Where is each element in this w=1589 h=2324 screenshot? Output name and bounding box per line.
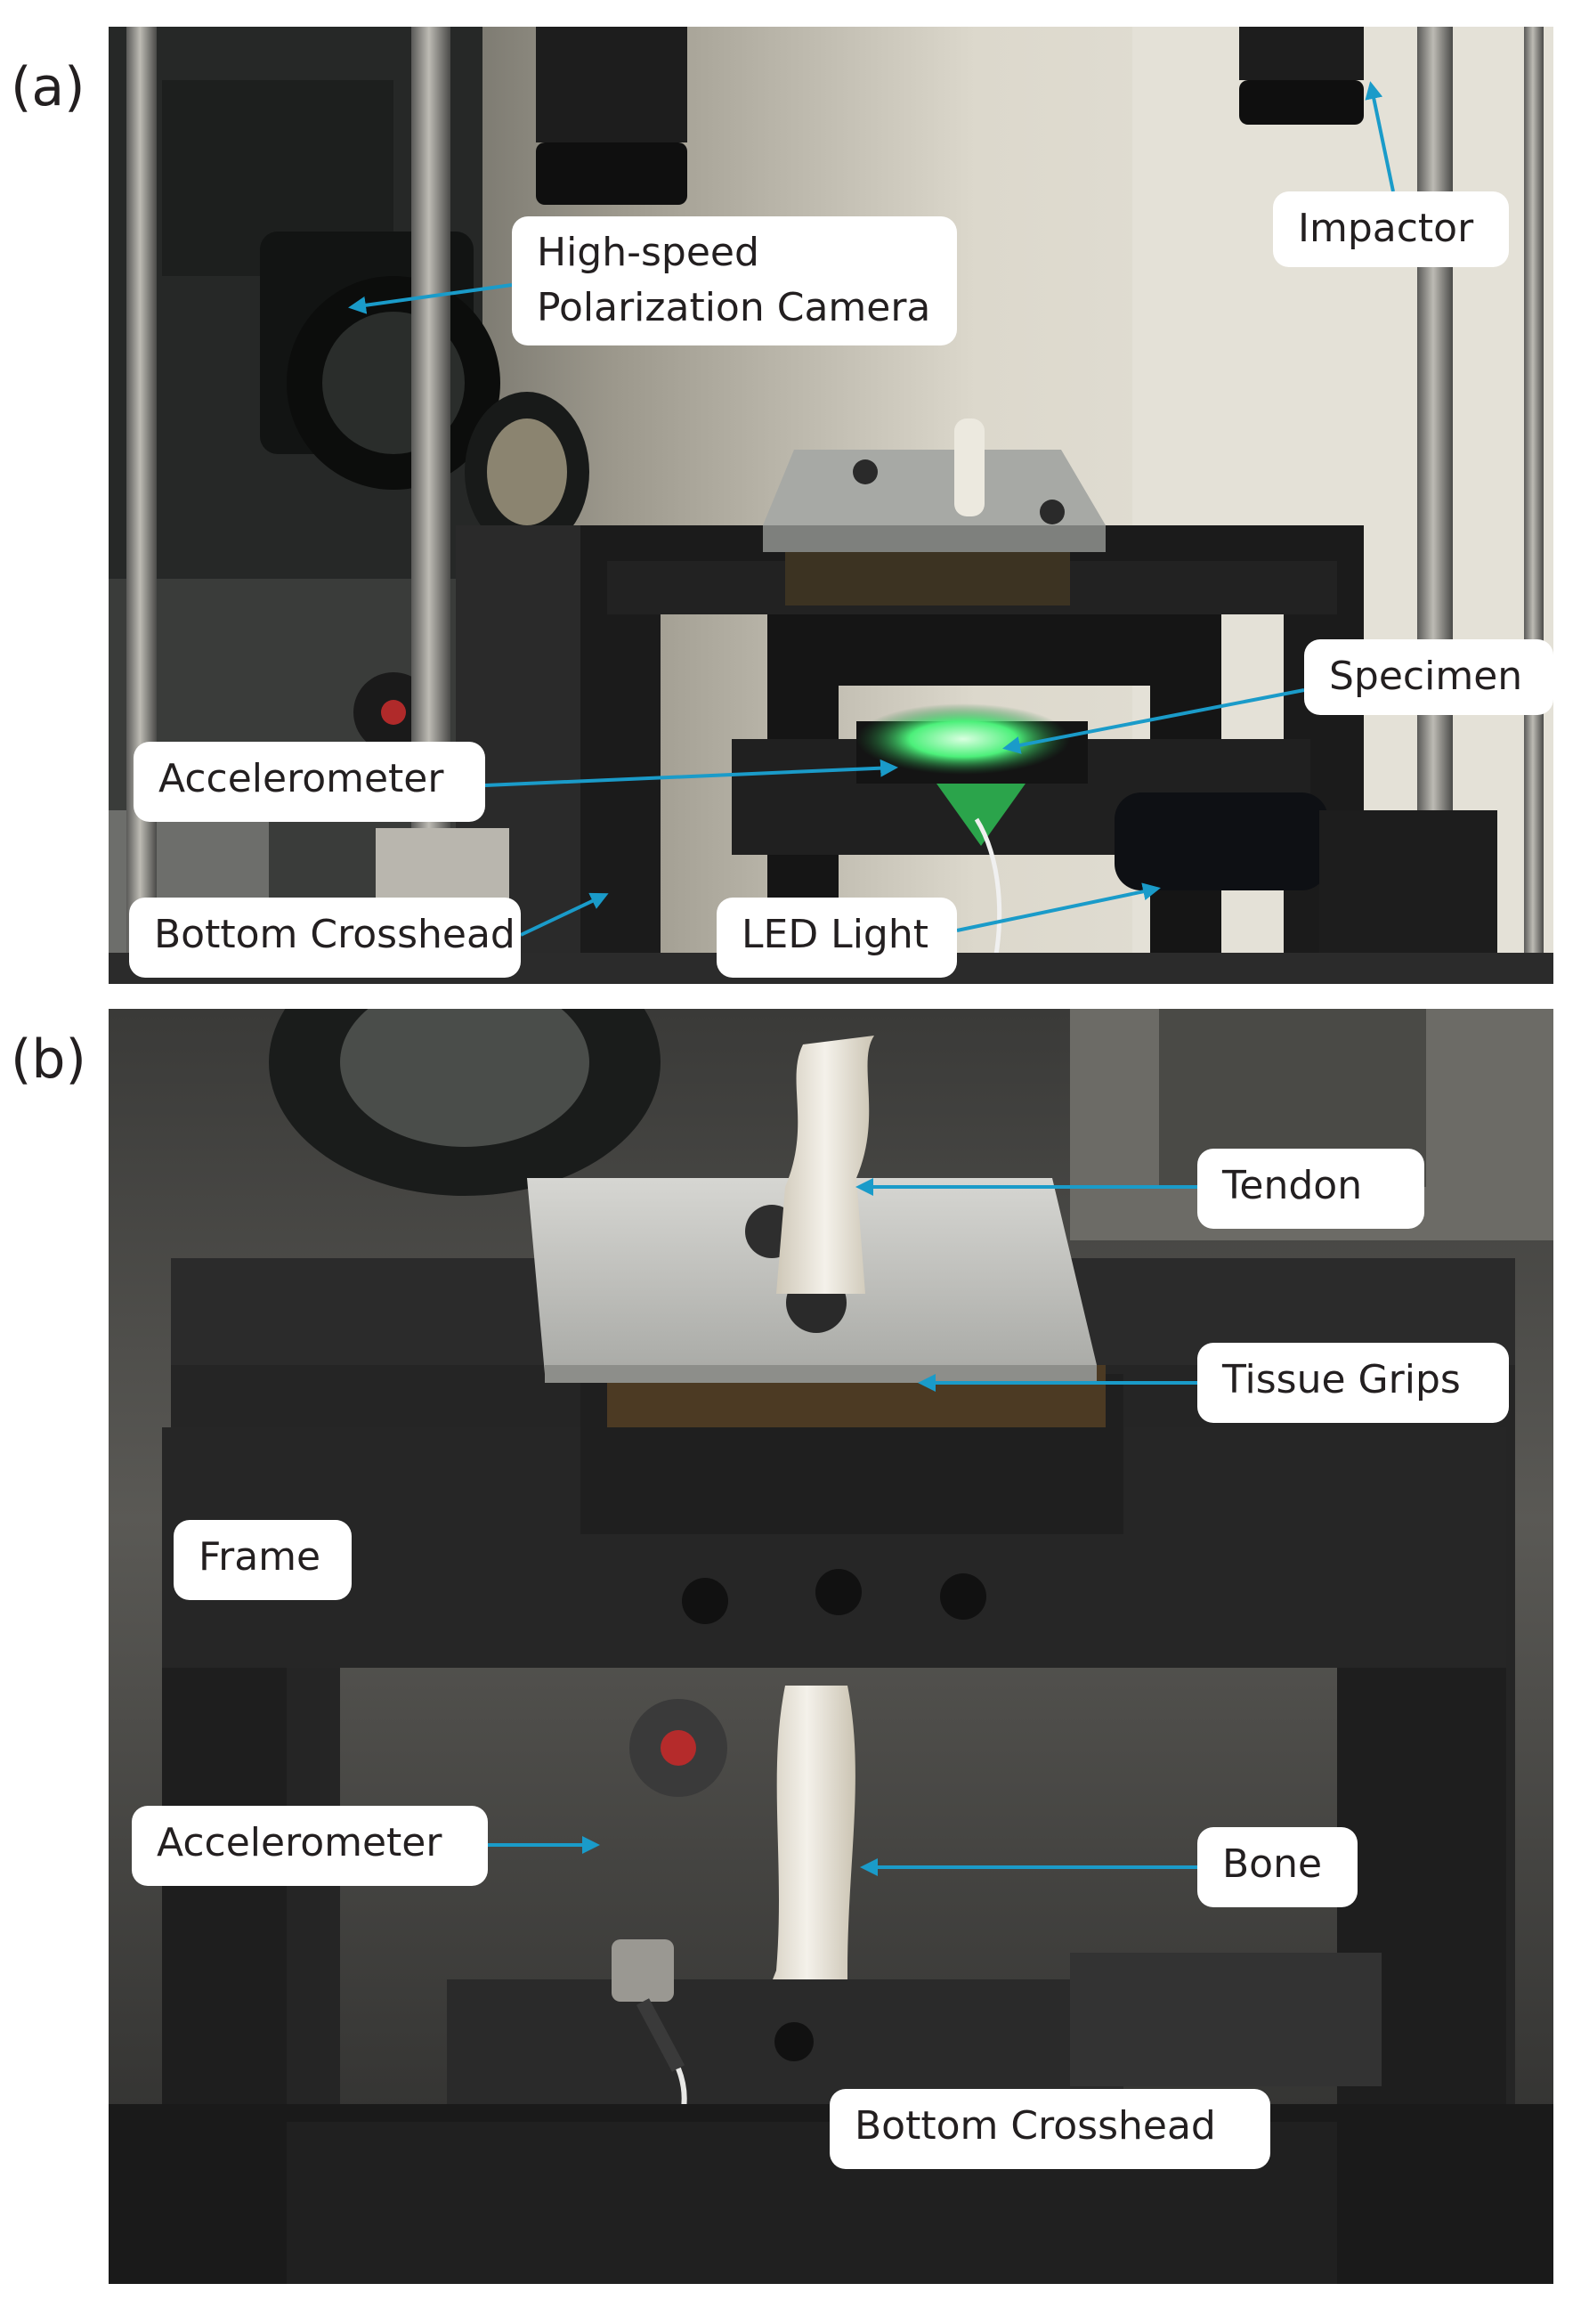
label-led-light: LED Light [717, 898, 957, 978]
label-accelerometer-a: Accelerometer [134, 742, 485, 822]
label-bone: Bone [1197, 1827, 1358, 1907]
label-accelerometer-b: Accelerometer [132, 1806, 488, 1886]
label-camera-line1: High-speed [537, 230, 759, 275]
label-bottom-crosshead-b: Bottom Crosshead [830, 2089, 1270, 2169]
label-specimen: Specimen [1304, 639, 1553, 715]
panel-a-letter: (a) [11, 56, 85, 118]
panel-b-letter: (b) [11, 1028, 86, 1091]
label-tendon: Tendon [1197, 1149, 1424, 1229]
photo-panel-b [109, 1009, 1553, 2284]
label-frame: Frame [174, 1520, 352, 1600]
label-impactor: Impactor [1273, 191, 1509, 267]
label-high-speed-camera: High-speed Polarization Camera [512, 216, 957, 345]
label-bottom-crosshead-a: Bottom Crosshead [129, 898, 521, 978]
label-tissue-grips: Tissue Grips [1197, 1343, 1509, 1423]
label-camera-line2: Polarization Camera [537, 285, 931, 331]
photo-panel-a [109, 27, 1553, 984]
